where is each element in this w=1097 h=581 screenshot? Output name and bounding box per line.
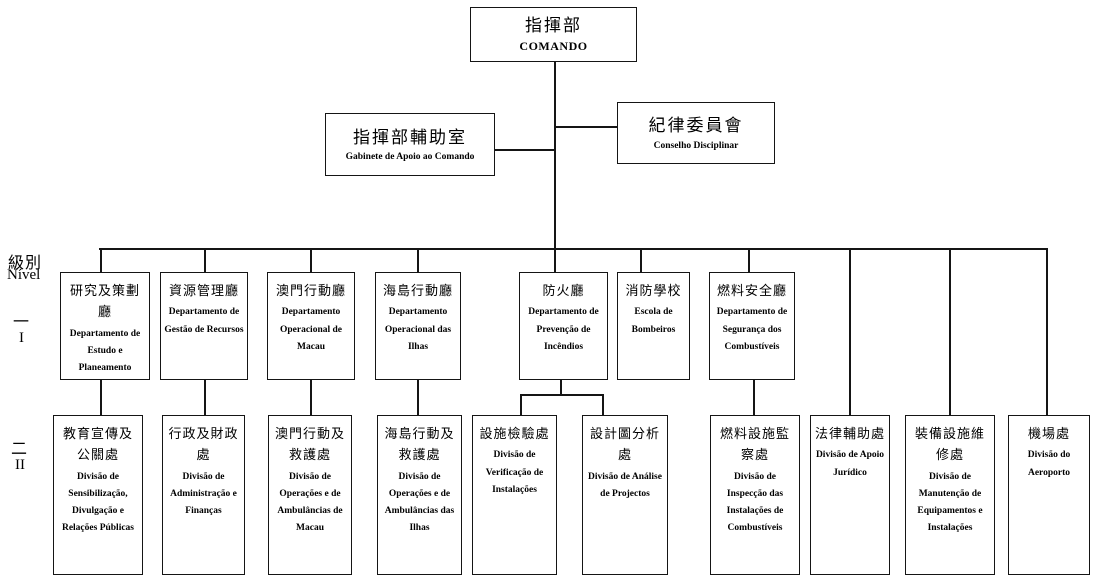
node-title-pt: Divisão de Apoio Jurídico: [815, 450, 885, 478]
node-title-zh: 法律輔助處: [815, 426, 886, 441]
connector-drop-manutencao: [949, 248, 951, 415]
connector-prevencao-bus: [520, 394, 604, 396]
legend-tier2-roman: II: [15, 457, 25, 473]
node-title-pt: Departamento de Prevenção de Incêndios: [528, 307, 599, 352]
node-title-pt: Divisão de Sensibilização, Divulgação e …: [61, 471, 135, 534]
node-title-zh: 研究及策劃廳: [69, 283, 140, 320]
node-title-zh: 燃料安全廳: [716, 283, 787, 298]
node-title-pt: Gabinete de Apoio ao Comando: [345, 152, 475, 163]
node-div-analise-projectos: 設計圖分析處 Divisão de Análise de Projectos: [582, 415, 668, 575]
connector-root-drop: [554, 62, 556, 272]
legend-tier1-roman: I: [19, 330, 24, 346]
node-dept-estudo-planeamento: 研究及策劃廳 Departamento de Estudo e Planeame…: [60, 272, 150, 380]
node-div-apoio-juridico: 法律輔助處 Divisão de Apoio Jurídico: [810, 415, 890, 575]
connector-conselho: [555, 126, 617, 128]
connector-drop-aeroporto: [1046, 248, 1048, 415]
connector-prevencao-drop-right: [602, 394, 604, 415]
node-title-zh: 消防學校: [625, 283, 682, 298]
node-div-operacoes-macau: 澳門行動及救護處 Divisão de Operações e de Ambul…: [268, 415, 352, 575]
node-title-zh: 設施檢驗處: [479, 426, 550, 441]
node-conselho-disciplinar: 紀律委員會 Conselho Disciplinar: [617, 102, 775, 164]
node-title-zh: 指揮部輔助室: [353, 127, 467, 147]
node-title-pt: Escola de Bombeiros: [631, 307, 676, 335]
node-title-pt: Divisão de Análise de Projectos: [588, 471, 662, 499]
node-title-zh: 指揮部: [525, 16, 582, 36]
connector-op-ilhas-child: [417, 380, 419, 415]
node-div-verificacao-instalacoes: 設施檢驗處 Divisão de Verificação de Instalaç…: [472, 415, 557, 575]
node-escola-bombeiros: 消防學校 Escola de Bombeiros: [617, 272, 690, 380]
node-title-pt: Divisão de Manutenção de Equipamentos e …: [917, 471, 983, 534]
connector-drop-juridico: [849, 248, 851, 415]
connector-level1-bus: [99, 248, 1048, 250]
node-title-pt: Departamento Operacional das Ilhas: [384, 307, 452, 352]
node-div-operacoes-ilhas: 海島行動及救護處 Divisão de Operações e de Ambul…: [377, 415, 462, 575]
node-dept-gestao-recursos: 資源管理廳 Departamento de Gestão de Recursos: [160, 272, 248, 380]
node-title-zh: 設計圖分析處: [589, 426, 660, 463]
connector-drop-op-ilhas: [417, 248, 419, 272]
node-title-zh: 紀律委員會: [648, 116, 744, 136]
node-div-inspeccao-combustiveis: 燃料設施監察處 Divisão de Inspecção das Instala…: [710, 415, 800, 575]
connector-drop-escola: [640, 248, 642, 272]
node-title-zh: 海島行動及救護處: [384, 426, 455, 463]
node-title-zh: 澳門行動及救護處: [274, 426, 345, 463]
node-title-zh: 裝備設施維修處: [914, 426, 985, 463]
node-title-zh: 澳門行動廳: [275, 283, 346, 298]
node-title-pt: Divisão de Administração e Finanças: [170, 471, 237, 517]
node-gabinete-apoio: 指揮部輔助室 Gabinete de Apoio ao Comando: [325, 113, 495, 176]
node-title-zh: 海島行動廳: [382, 283, 453, 298]
legend-tier1-zh: 一: [13, 314, 31, 331]
node-title-zh: 燃料設施監察處: [719, 426, 790, 463]
node-title-pt: Divisão de Operações e de Ambulâncias de…: [277, 471, 343, 534]
node-title-zh: 教育宣傳及公關處: [62, 426, 133, 463]
legend-tier2-zh: 二: [11, 441, 29, 458]
node-title-zh: 機場處: [1027, 426, 1070, 441]
node-dept-operacional-ilhas: 海島行動廳 Departamento Operacional das Ilhas: [375, 272, 461, 380]
node-title-pt: Divisão do Aeroporto: [1027, 450, 1071, 478]
node-title-zh: 防火廳: [542, 283, 585, 298]
node-title-pt: COMANDO: [519, 38, 588, 53]
legend-level-pt: Nível: [7, 267, 41, 283]
node-comando: 指揮部 COMANDO: [470, 7, 637, 62]
node-title-pt: Divisão de Verificação de Instalações: [485, 450, 544, 495]
node-dept-operacional-macau: 澳門行動廳 Departamento Operacional de Macau: [267, 272, 355, 380]
connector-drop-estudo: [100, 248, 102, 272]
node-div-manutencao-equipamentos: 裝備設施維修處 Divisão de Manutenção de Equipam…: [905, 415, 995, 575]
connector-drop-combustiveis: [748, 248, 750, 272]
connector-drop-op-macau: [310, 248, 312, 272]
node-div-aeroporto: 機場處 Divisão do Aeroporto: [1008, 415, 1090, 575]
connector-estudo-child: [100, 380, 102, 415]
connector-combustiveis-child: [753, 380, 755, 415]
node-div-sensibilizacao: 教育宣傳及公關處 Divisão de Sensibilização, Divu…: [53, 415, 143, 575]
connector-gestao-child: [204, 380, 206, 415]
node-title-pt: Divisão de Operações e de Ambulâncias da…: [384, 471, 455, 534]
connector-drop-gestao: [204, 248, 206, 272]
connector-prevencao-drop-left: [520, 394, 522, 415]
node-title-pt: Divisão de Inspecção das Instalações de …: [726, 471, 784, 534]
node-dept-prevencao-incendios: 防火廳 Departamento de Prevenção de Incêndi…: [519, 272, 608, 380]
legend-level-zh: 級別: [8, 255, 43, 272]
node-title-pt: Conselho Disciplinar: [653, 140, 739, 151]
node-title-pt: Departamento de Estudo e Planeamento: [69, 328, 141, 374]
node-div-administracao-financas: 行政及財政處 Divisão de Administração e Finanç…: [162, 415, 245, 575]
node-dept-seguranca-combustiveis: 燃料安全廳 Departamento de Segurança dos Comb…: [709, 272, 795, 380]
node-title-zh: 行政及財政處: [168, 426, 239, 463]
node-title-pt: Departamento de Segurança dos Combustíve…: [716, 307, 788, 352]
connector-prevencao-stem: [560, 380, 562, 395]
node-title-pt: Departamento de Gestão de Recursos: [164, 307, 244, 335]
connector-op-macau-child: [310, 380, 312, 415]
node-title-zh: 資源管理廳: [168, 283, 239, 298]
connector-gabinete: [495, 149, 555, 151]
node-title-pt: Departamento Operacional de Macau: [279, 307, 342, 352]
